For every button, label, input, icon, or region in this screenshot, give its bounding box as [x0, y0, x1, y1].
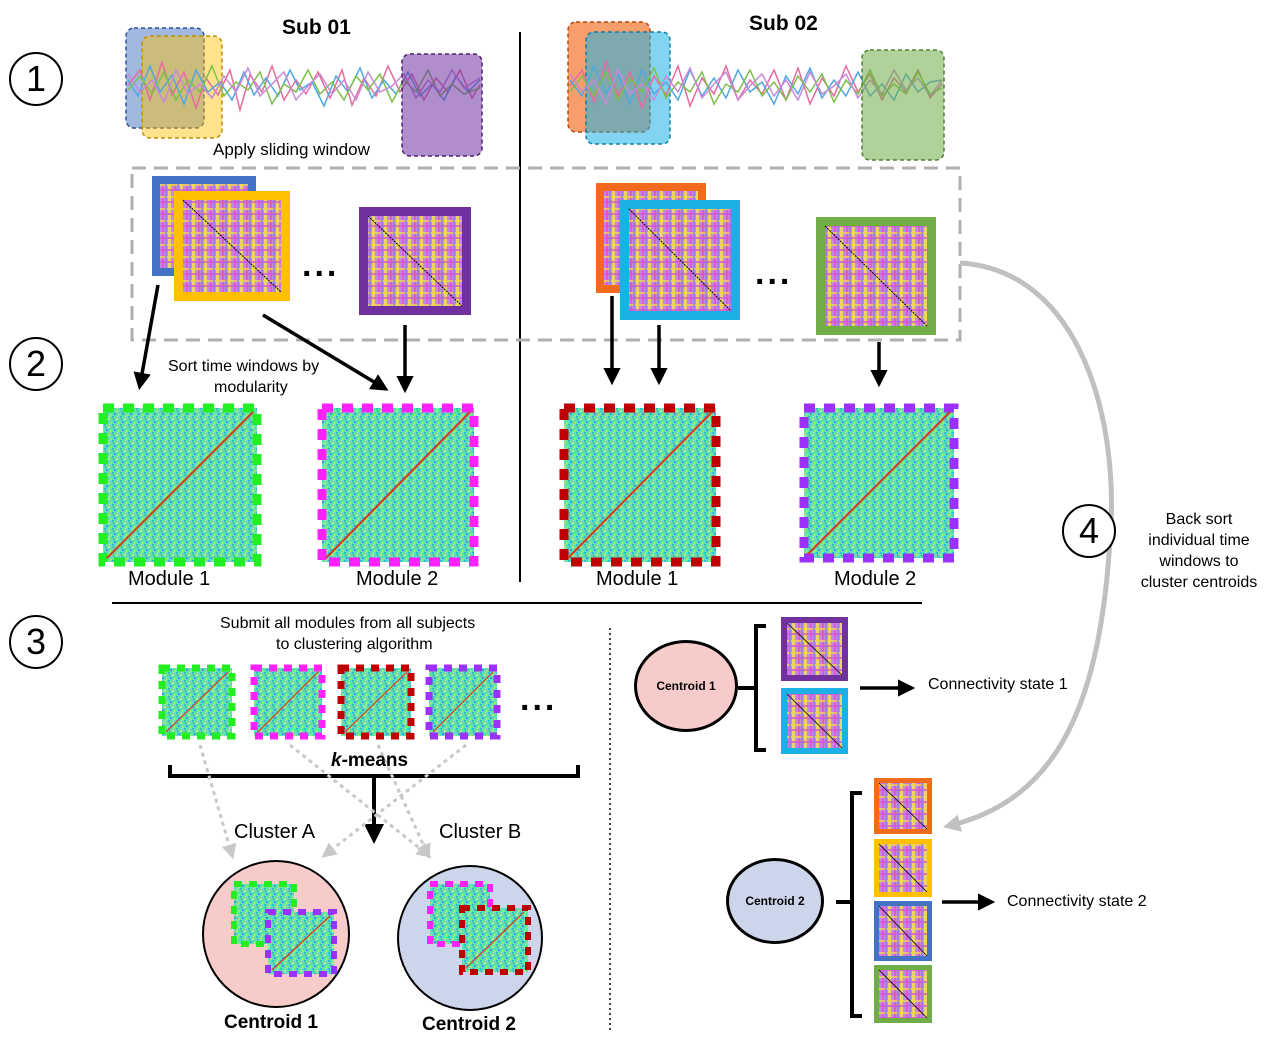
window-container [130, 166, 962, 342]
subject-01-title: Sub 01 [282, 16, 351, 39]
timeseries-sub01 [125, 27, 483, 157]
sliding-window-label: Apply sliding window [213, 140, 370, 159]
kmeans-k: k [331, 750, 342, 771]
sort-label-line1: Sort time windows by [168, 358, 320, 375]
step-2-badge: 2 [9, 337, 63, 391]
centroid-1-circle [202, 860, 350, 1008]
submit-label-line1: Submit all modules from all subjects [220, 615, 476, 632]
centroid-1-node: Centroid 1 [634, 640, 738, 732]
window-matrices-sub02 [596, 183, 936, 335]
sort-label-line2: modularity [214, 379, 288, 396]
centroid-1-members [738, 617, 916, 754]
module-1-label-sub01: Module 1 [128, 568, 211, 590]
timeseries-sub02 [567, 21, 945, 161]
kmeans-suffix: -means [341, 750, 409, 771]
module-1-label-sub02: Module 1 [596, 568, 679, 590]
cluster-assignment-arrows [198, 743, 467, 860]
ellipsis-modules: ... [520, 680, 558, 718]
subject-02-title: Sub 02 [749, 12, 818, 35]
window-purple-sub01 [401, 53, 483, 157]
window-green-sub02 [861, 49, 945, 161]
ellipsis-sub01: ... [302, 246, 340, 284]
ellipsis-sub02: ... [755, 254, 793, 292]
cluster-input-modules [158, 664, 501, 740]
back-sort-line4: cluster centroids [1140, 574, 1258, 591]
connectivity-state-1-label: Connectivity state 1 [928, 676, 1068, 693]
module-2-label-sub01: Module 2 [356, 568, 439, 590]
centroid-2-members [836, 778, 996, 1023]
cluster-a-label: Cluster A [234, 821, 316, 843]
module-2-label-sub02: Module 2 [834, 568, 917, 590]
window-matrices-sub01 [152, 176, 471, 315]
centroid-1-label: Centroid 1 [224, 1012, 318, 1033]
back-sort-line2: individual time [1148, 532, 1250, 549]
back-sort-line3: windows to [1159, 553, 1239, 570]
kmeans-label: k-means [331, 750, 408, 772]
centroid-1-node-label: Centroid 1 [656, 679, 716, 693]
centroid-2-node: Centroid 2 [726, 858, 824, 944]
step-4-badge: 4 [1062, 504, 1116, 558]
cluster-b-label: Cluster B [439, 821, 522, 843]
module-matrices [98, 403, 959, 567]
step-1-badge: 1 [9, 52, 63, 106]
step-3-badge: 3 [9, 615, 63, 669]
back-sort-line1: Back sort [1165, 511, 1233, 528]
submit-label-line2: to clustering algorithm [276, 636, 433, 653]
centroid-2-node-label: Centroid 2 [745, 894, 805, 908]
connectivity-state-2-label: Connectivity state 2 [1007, 893, 1147, 910]
centroid-2-label: Centroid 2 [422, 1014, 516, 1035]
sort-arrows [133, 284, 888, 394]
centroid-2-circle [397, 865, 543, 1011]
